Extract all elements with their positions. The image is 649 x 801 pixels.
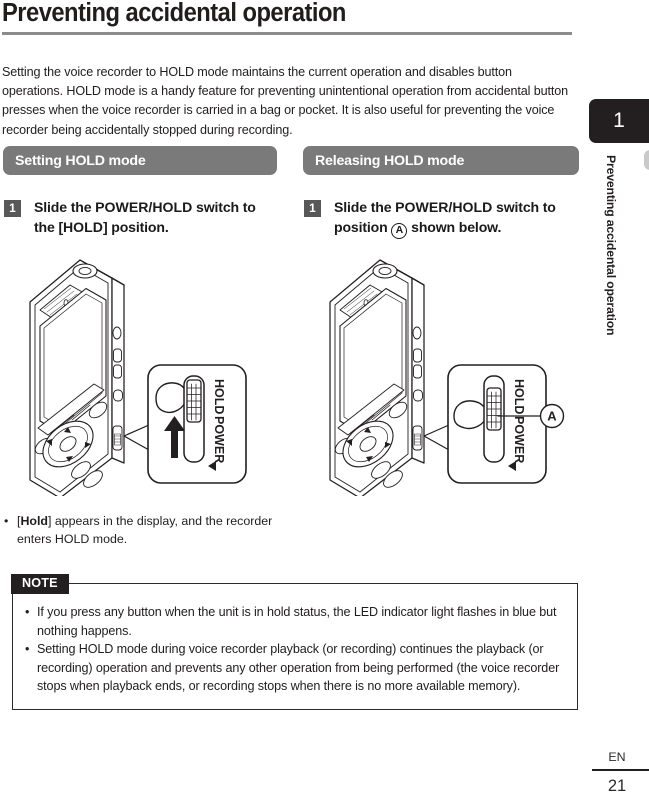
bullet-marker: • — [4, 514, 9, 528]
sidebar-tab-nub — [644, 150, 649, 170]
title-rule — [2, 32, 572, 35]
bullet-marker: • — [25, 642, 30, 657]
step-text-prefix: Slide the — [334, 199, 396, 215]
bullet-rest: ] appears in the display, and the record… — [17, 514, 273, 546]
sidebar-chapter-title: Preventing accidental operation — [589, 155, 633, 415]
power-label: POWER — [512, 416, 526, 463]
step-block-right: 1 Slide the POWER/HOLD switch to positio… — [304, 198, 576, 239]
note-list-item: • If you press any button when the unit … — [24, 603, 572, 640]
voice-recorder-device — [329, 259, 425, 496]
up-arrow-icon — [164, 416, 185, 458]
power-label: POWER — [212, 416, 226, 463]
bracket-open: [ — [17, 514, 21, 528]
section-heading-releasing-hold-mode: Releasing HOLD mode — [303, 146, 579, 175]
section-heading-label: Releasing HOLD mode — [315, 152, 465, 169]
illustration-releasing-hold: HOLD POWER A — [308, 248, 573, 496]
bullet-marker: • — [25, 605, 30, 619]
sidebar-chapter-title-label: Preventing accidental operation — [604, 155, 618, 336]
callout-marker-a: A — [497, 403, 565, 429]
svg-text:A: A — [547, 409, 557, 424]
voice-recorder-device — [29, 259, 125, 496]
intro-paragraph: Setting the voice recorder to HOLD mode … — [2, 64, 569, 137]
footer-rule — [592, 769, 649, 772]
step-text-suffix: ] position. — [102, 218, 169, 235]
footer-language: EN — [608, 750, 626, 764]
section-heading-setting-hold-mode: Setting HOLD mode — [3, 146, 277, 175]
note-list: • If you press any button when the unit … — [24, 603, 572, 696]
note-item-text: Setting HOLD mode during voice recorder … — [37, 642, 560, 694]
left-bullet-note: • [Hold] appears in the display, and the… — [4, 512, 274, 548]
direction-triangle-icon — [508, 461, 516, 471]
hold-label: HOLD — [512, 379, 526, 414]
hold-indicator-label: Hold — [20, 514, 48, 528]
power-hold-switch-on-device — [112, 425, 123, 451]
chapter-number-label: 1 — [613, 109, 625, 132]
note-list-item: • Setting HOLD mode during voice recorde… — [24, 640, 572, 696]
step-text-prefix: Slide the — [34, 199, 96, 215]
switch-name-label: POWER/HOLD — [95, 199, 193, 215]
page-title: Preventing accidental operation — [2, 0, 346, 27]
footer-page-number: 21 — [607, 777, 627, 795]
step-instruction-right: Slide the POWER/HOLD switch to position … — [334, 198, 576, 239]
step-instruction-left: Slide the POWER/HOLD switch to the [HOLD… — [34, 198, 274, 237]
left-bullet-text: [Hold] appears in the display, and the r… — [17, 512, 274, 548]
switch-name-label: POWER/HOLD — [395, 199, 493, 215]
step-block-left: 1 Slide the POWER/HOLD switch to the [HO… — [4, 198, 274, 237]
step-number-badge: 1 — [304, 200, 321, 217]
power-hold-switch-on-device — [412, 425, 423, 451]
switch-position-label: HOLD — [63, 218, 103, 235]
step-text-mid: switch to the [ — [34, 199, 256, 235]
note-label: NOTE — [11, 574, 69, 594]
section-heading-label: Setting HOLD mode — [15, 152, 146, 169]
switch-callout-panel: HOLD POWER — [147, 364, 247, 484]
illustration-setting-hold: HOLD POWER — [8, 248, 248, 496]
direction-triangle-icon — [208, 461, 216, 471]
chapter-number-tab: 1 — [589, 99, 649, 143]
step-number-badge: 1 — [4, 200, 21, 217]
hold-label: HOLD — [212, 379, 226, 414]
note-box — [12, 583, 578, 710]
step-text-mid: switch to position — [334, 199, 556, 235]
step-text-suffix: shown below. — [407, 218, 502, 235]
switch-callout-panel: HOLD POWER — [447, 364, 547, 484]
note-item-text: If you press any button when the unit is… — [37, 605, 557, 638]
circled-a-marker: A — [391, 222, 408, 239]
